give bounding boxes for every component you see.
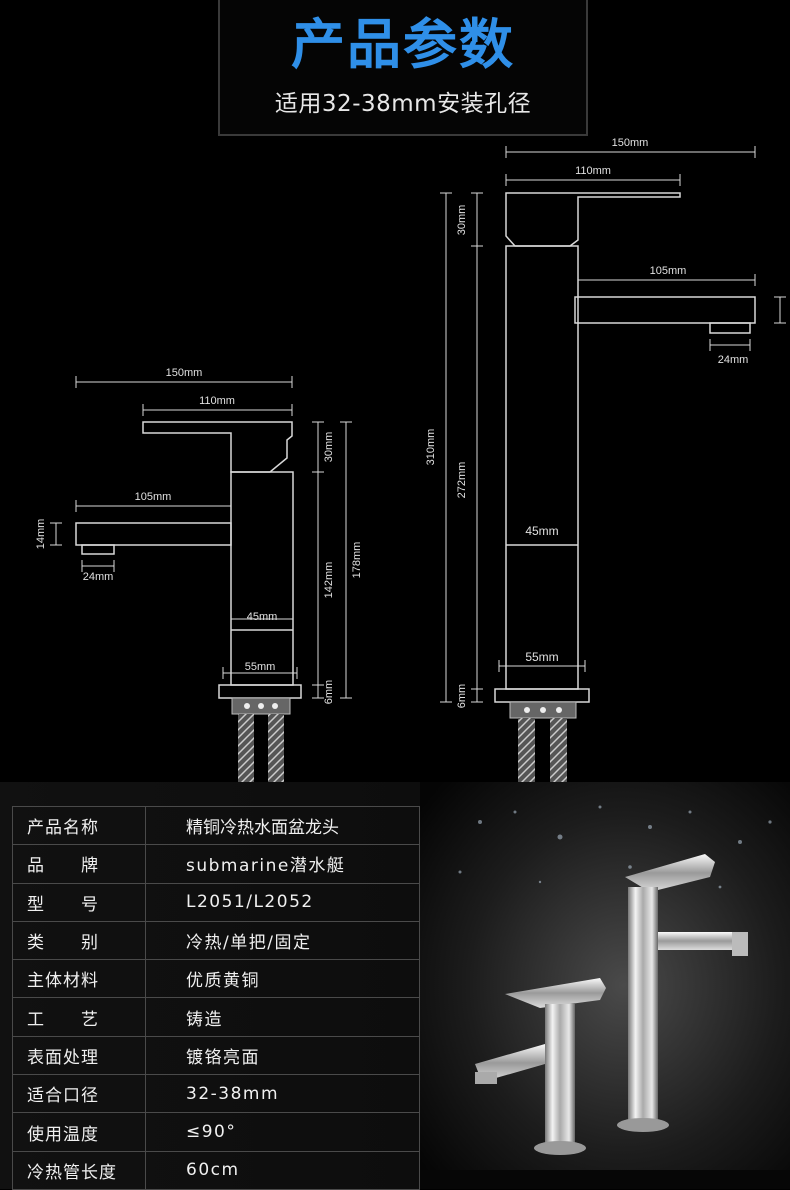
spec-value: 精铜冷热水面盆龙头 xyxy=(145,805,420,846)
small-base-height-label: 6mm xyxy=(323,680,335,704)
spec-value: 60cm xyxy=(145,1150,420,1190)
small-total-height-label: 178mm xyxy=(351,542,363,579)
small-body-width-label: 45mm xyxy=(247,611,278,623)
small-faucet-drawing xyxy=(75,421,302,699)
tall-total-width-label: 150mm xyxy=(612,137,649,149)
small-spout-height-label: 14mm xyxy=(35,519,47,550)
tall-base-width-label: 55mm xyxy=(525,650,558,664)
spec-value: submarine潜水艇 xyxy=(145,844,420,884)
product-photo xyxy=(420,782,790,1189)
small-total-width-label: 150mm xyxy=(166,367,203,379)
tall-faucet-hoses xyxy=(509,701,577,782)
spec-key: 品 牌 xyxy=(12,844,146,884)
spec-value: L2051/L2052 xyxy=(145,882,420,922)
spec-key: 产品名称 xyxy=(12,805,146,846)
header-panel: 产品参数 适用32-38mm安装孔径 xyxy=(218,0,588,136)
small-faucet-dim-lines xyxy=(50,376,352,699)
spec-key: 型 号 xyxy=(12,882,146,922)
tall-spout-length-label: 105mm xyxy=(650,265,687,277)
spec-key: 使用温度 xyxy=(12,1112,146,1152)
spec-row: 产品名称精铜冷热水面盆龙头 xyxy=(12,805,420,846)
water-splash xyxy=(458,805,772,889)
spec-key: 冷热管长度 xyxy=(12,1150,146,1190)
small-outlet-width-label: 24mm xyxy=(83,571,114,583)
small-spout-length-label: 105mm xyxy=(135,491,172,503)
dimension-drawing: 150mm 110mm 105mm 14mm 24mm 30mm 142mm 1… xyxy=(35,137,786,782)
small-faucet-hoses xyxy=(231,697,291,782)
page-subtitle: 适用32-38mm安装孔径 xyxy=(274,91,532,117)
spec-key: 适合口径 xyxy=(12,1074,146,1114)
small-base-width-label: 55mm xyxy=(245,661,276,673)
spec-value: 32-38mm xyxy=(145,1074,420,1114)
small-faucet-dim-labels: 150mm 110mm 105mm 14mm 24mm 30mm 142mm 1… xyxy=(35,367,363,704)
small-handle-height-label: 30mm xyxy=(323,432,335,463)
tall-body-width-label: 45mm xyxy=(525,524,558,538)
spec-row: 类 别冷热/单把/固定 xyxy=(12,920,420,961)
spec-key: 工 艺 xyxy=(12,997,146,1037)
page-title: 产品参数 xyxy=(291,13,515,76)
tall-handle-height-label: 30mm xyxy=(456,205,468,236)
tall-body-height-label: 272mm xyxy=(456,462,468,499)
spec-value: 冷热/单把/固定 xyxy=(145,920,420,961)
spec-value: 优质黄铜 xyxy=(145,959,420,999)
small-body-height-label: 142mm xyxy=(323,562,335,599)
spec-key: 主体材料 xyxy=(12,959,146,999)
spec-row: 主体材料优质黄铜 xyxy=(12,959,420,999)
tall-faucet-dim-labels: 150mm 110mm 105mm 24mm 30mm 272mm 310mm … xyxy=(425,137,748,708)
spec-row: 工 艺铸造 xyxy=(12,997,420,1037)
tall-faucet-drawing xyxy=(494,192,756,703)
tall-outlet-width-label: 24mm xyxy=(718,354,749,366)
spec-row: 表面处理镀铬亮面 xyxy=(12,1035,420,1076)
spec-value: 镀铬亮面 xyxy=(145,1035,420,1076)
tall-total-height-label: 310mm xyxy=(425,429,437,466)
spec-value: 铸造 xyxy=(145,997,420,1037)
small-handle-width-label: 110mm xyxy=(199,395,235,407)
spec-row: 使用温度≤90° xyxy=(12,1112,420,1152)
tall-faucet-photo xyxy=(617,854,748,1132)
spec-value: ≤90° xyxy=(145,1112,420,1152)
spec-key: 表面处理 xyxy=(12,1035,146,1076)
spec-key: 类 别 xyxy=(12,920,146,961)
tall-handle-width-label: 110mm xyxy=(575,165,611,177)
short-faucet-photo xyxy=(475,978,606,1155)
tall-faucet-dim-lines xyxy=(440,146,786,703)
tall-base-height-label: 6mm xyxy=(456,684,468,708)
